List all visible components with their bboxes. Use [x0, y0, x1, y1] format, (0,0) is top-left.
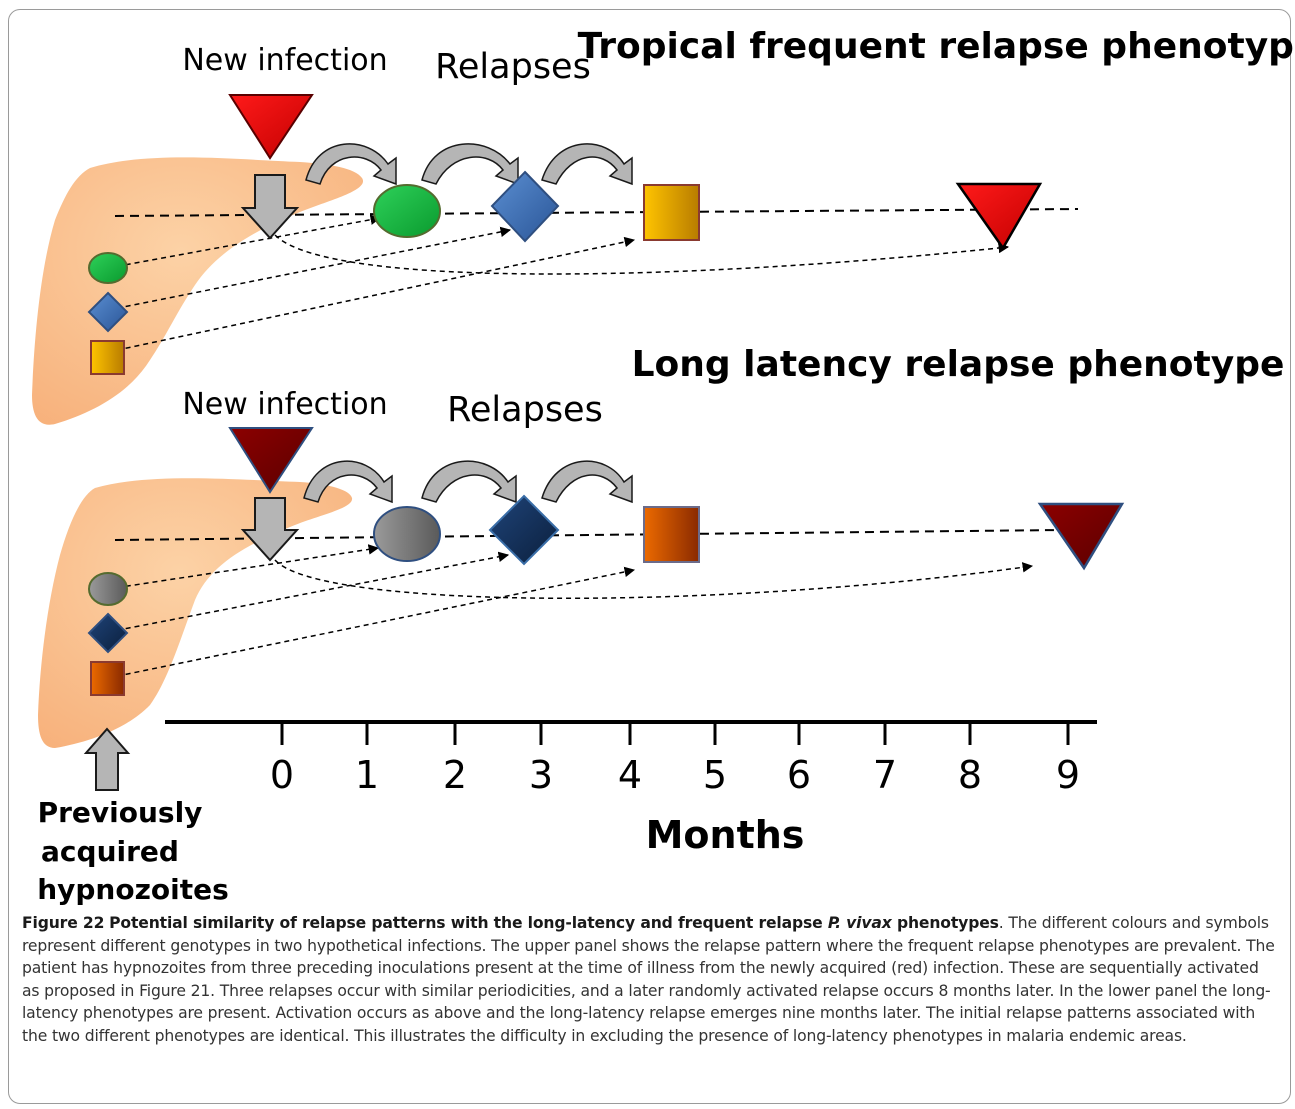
- bottom-navy-relapse-diamond: [488, 494, 560, 566]
- hypnozoite-up-arrow: [83, 727, 131, 791]
- axis-tick-label-3: 3: [529, 753, 553, 797]
- top-blue-hypnozoite: [87, 291, 129, 333]
- hypnozoite-label-line-3: hypnozoites: [37, 873, 229, 905]
- bottom-relapses-label: Relapses: [447, 390, 603, 430]
- bottom-new-infection-label: New infection: [182, 387, 387, 422]
- months-axis: 0 1 2 3 4 5 6 7 8 9 Months: [165, 720, 1097, 857]
- bottom-new-infection-triangle: [228, 427, 314, 494]
- top-timeline-dashed: [114, 208, 1079, 217]
- axis-tick-label-4: 4: [618, 753, 642, 797]
- axis-tick-label-5: 5: [703, 753, 727, 797]
- bottom-gray-activation-arrow: [107, 544, 380, 590]
- bottom-navy-hypnozoite: [87, 612, 129, 654]
- top-relapses-label: Relapses: [435, 47, 591, 87]
- axis-tick-label-2: 2: [443, 753, 467, 797]
- top-green-hypnozoite: [88, 252, 128, 284]
- axis-tick-label-7: 7: [873, 753, 897, 797]
- relapse-diagram: New infection Relapses Tropical frequent…: [32, 26, 1295, 905]
- top-blue-relapse-diamond: [490, 170, 560, 243]
- top-late-relapse-triangle: [955, 182, 1043, 251]
- hypnozoite-label-line-1: Previously: [38, 796, 203, 829]
- bottom-gray-hypnozoite: [88, 572, 128, 606]
- figure-frame: [8, 9, 1291, 1104]
- bottom-liver-shape: [38, 478, 353, 748]
- caption-title-species: P. vivax: [827, 914, 892, 932]
- bottom-gray-relapse-circle: [373, 506, 441, 562]
- bottom-curved-arrow-2: [421, 460, 517, 504]
- top-late-relapse-path: [274, 234, 1010, 275]
- top-green-relapse-circle: [373, 184, 441, 238]
- bottom-panel-title: Long latency relapse phenotype: [632, 344, 1285, 385]
- top-down-arrow: [240, 174, 300, 240]
- top-gold-hypnozoite: [90, 340, 125, 375]
- bottom-down-arrow: [240, 497, 300, 562]
- top-panel: New infection Relapses Tropical frequent…: [32, 26, 1295, 425]
- top-liver-shape: [32, 157, 364, 425]
- bottom-panel: New infection Relapses Long latency rela…: [38, 344, 1284, 748]
- top-green-activation-arrow: [107, 214, 382, 269]
- top-curved-arrow-1: [305, 143, 397, 186]
- axis-tick-label-1: 1: [355, 753, 379, 797]
- bottom-orange-relapse-square: [643, 506, 700, 563]
- bottom-late-relapse-path: [274, 559, 1034, 599]
- top-curved-arrow-2: [421, 143, 519, 186]
- hypnozoite-label: Previously acquired hypnozoites: [37, 796, 229, 905]
- bottom-navy-activation-arrow: [107, 551, 510, 633]
- axis-tick-label-9: 9: [1056, 753, 1080, 797]
- bottom-curved-arrow-1: [303, 460, 393, 504]
- caption-body: . The different colours and symbols repr…: [22, 914, 1275, 1045]
- hypnozoite-label-line-2: acquired: [41, 835, 179, 868]
- axis-tick-label-8: 8: [958, 753, 982, 797]
- top-curved-arrow-3: [541, 143, 633, 186]
- caption-figure-number: Figure 22: [22, 914, 105, 932]
- bottom-late-relapse-triangle: [1037, 502, 1125, 571]
- caption-title-start: Potential similarity of relapse patterns…: [109, 914, 828, 932]
- bottom-curved-arrow-3: [541, 460, 633, 504]
- axis-ticks: 0 1 2 3 4 5 6 7 8 9: [270, 722, 1080, 797]
- axis-tick-label-0: 0: [270, 753, 294, 797]
- top-panel-title: Tropical frequent relapse phenotype: [578, 26, 1295, 67]
- top-gold-relapse-square: [643, 184, 700, 241]
- top-new-infection-label: New infection: [182, 43, 387, 78]
- bottom-orange-hypnozoite: [90, 661, 125, 696]
- axis-label: Months: [646, 813, 805, 857]
- figure-caption: Figure 22 Potential similarity of relaps…: [22, 912, 1277, 1047]
- axis-tick-label-6: 6: [787, 753, 811, 797]
- top-new-infection-triangle: [228, 94, 314, 160]
- caption-title-end: phenotypes: [891, 914, 999, 932]
